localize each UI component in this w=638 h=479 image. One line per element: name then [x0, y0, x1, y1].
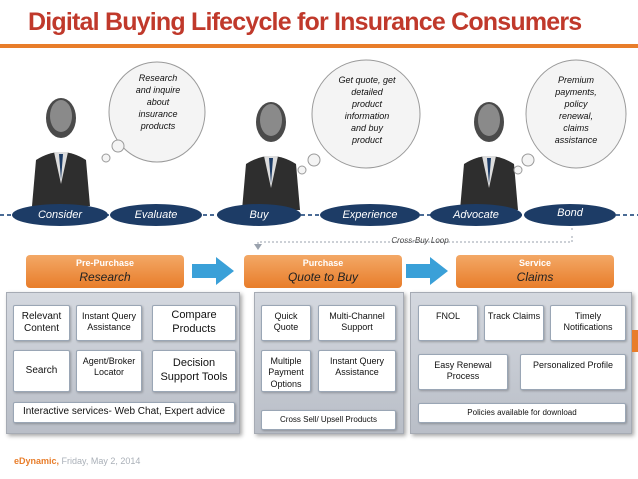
thought-cloud-2 [297, 59, 421, 175]
footer-brand: eDynamic, [14, 456, 60, 466]
footer-date: Friday, May 2, 2014 [61, 456, 141, 466]
cross-buy-loop-arrow [254, 234, 573, 250]
easy-renewal-box: Easy Renewal Process [418, 354, 508, 390]
purchase-instant-query-box: Instant Query Assistance [318, 350, 396, 392]
timely-notifications-box: Timely Notifications [550, 305, 626, 341]
person-icon-3 [460, 102, 518, 210]
instant-query-box: Instant Query Assistance [76, 305, 142, 341]
stage-consider: Consider [37, 209, 83, 221]
page-title: Digital Buying Lifecycle for Insurance C… [28, 8, 582, 36]
right-arrow-icon-2 [406, 257, 448, 285]
agent-locator-box: Agent/Broker Locator [76, 350, 142, 392]
fnol-box: FNOL [418, 305, 478, 341]
phase-tab-research: Pre-Purchase Research [26, 255, 184, 288]
person-icon-1 [32, 98, 90, 206]
phase-small-label: Purchase [302, 258, 344, 268]
multiple-payment-box: Multiple Payment Options [261, 350, 311, 392]
edge-marker [632, 330, 638, 352]
relevant-content-box: Relevant Content [13, 305, 70, 341]
cross-buy-loop-label: Cross-Buy Loop [391, 236, 449, 245]
personalized-profile-box: Personalized Profile [520, 354, 626, 390]
stage-experience: Experience [342, 209, 398, 221]
footer: eDynamic, Friday, May 2, 2014 [14, 456, 140, 466]
track-claims-box: Track Claims [484, 305, 544, 341]
phase-small-label: Pre-Purchase [75, 258, 135, 268]
stage-advocate: Advocate [453, 209, 499, 221]
right-arrow-icon-1 [192, 257, 234, 285]
thought-cloud-3 [513, 59, 627, 175]
search-box: Search [13, 350, 70, 392]
title-underline [0, 44, 638, 48]
phase-big-label: Research [79, 270, 131, 284]
interactive-services-box: Interactive services- Web Chat, Expert a… [13, 402, 235, 423]
stage-evaluate: Evaluate [134, 209, 178, 221]
phase-big-label: Quote to Buy [287, 270, 359, 284]
phase-big-label: Claims [516, 270, 554, 284]
stage-buy: Buy [249, 209, 269, 221]
decision-tools-box: Decision Support Tools [152, 350, 236, 392]
compare-products-box: Compare Products [152, 305, 236, 341]
cross-sell-box: Cross Sell/ Upsell Products [261, 410, 396, 430]
quick-quote-box: Quick Quote [261, 305, 311, 341]
lifecycle-timeline [0, 204, 638, 232]
phase-tab-quote-to-buy: Purchase Quote to Buy [244, 255, 402, 288]
policies-download-box: Policies available for download [418, 403, 626, 423]
person-icon-2 [242, 102, 300, 210]
phase-tab-claims: Service Claims [456, 255, 614, 288]
multichannel-support-box: Multi-Channel Support [318, 305, 396, 341]
thought-cloud-1 [101, 61, 206, 163]
stage-bond: Bond [557, 207, 583, 219]
phase-small-label: Service [518, 258, 552, 268]
